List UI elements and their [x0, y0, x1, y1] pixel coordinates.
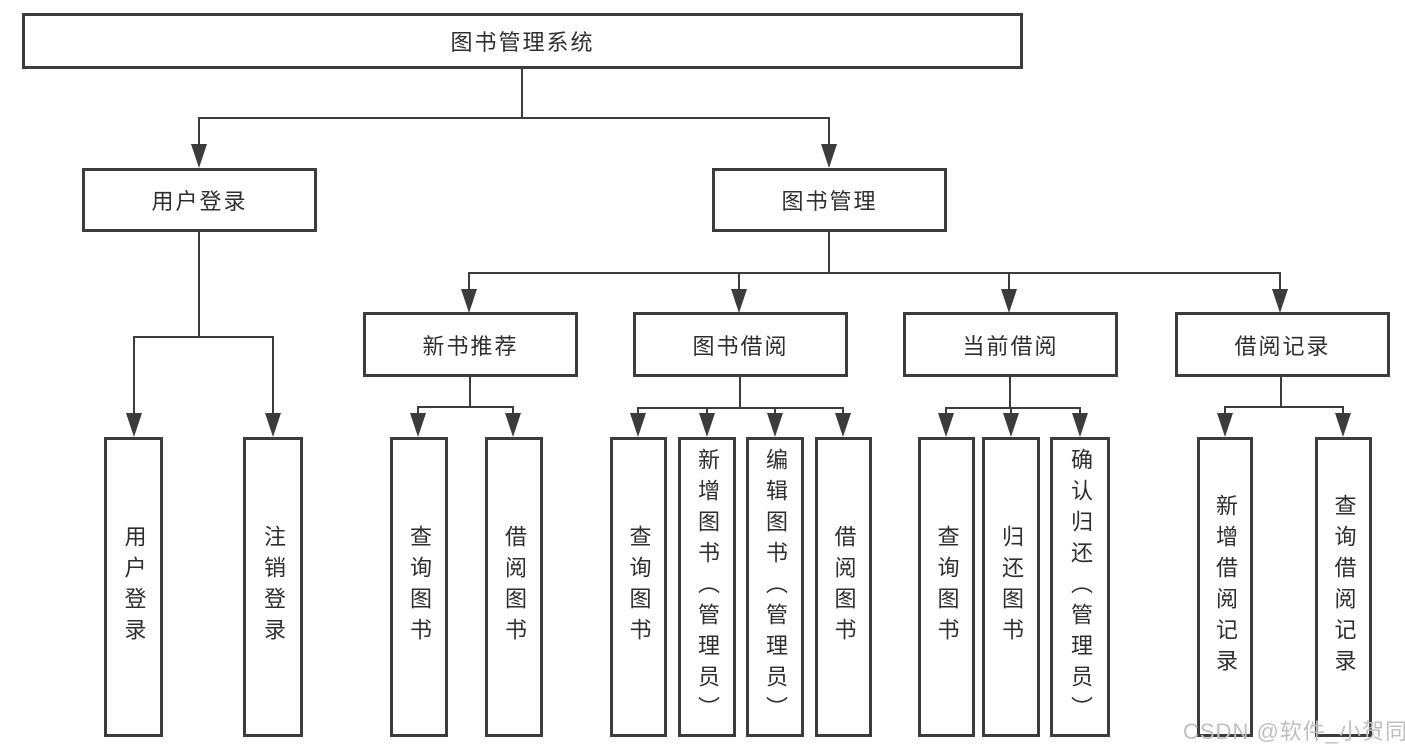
connector-line	[842, 407, 844, 413]
connector-line	[1224, 406, 1344, 408]
connector-arrowhead	[505, 413, 521, 437]
connector-line	[637, 407, 639, 413]
connector-arrowhead	[265, 413, 281, 437]
connector-arrowhead	[731, 289, 747, 313]
connector-line	[774, 407, 776, 413]
connector-line	[1010, 407, 1012, 413]
node-current-borrowing: 当前借阅	[903, 312, 1118, 377]
node-book-borrowing: 图书借阅	[633, 312, 848, 377]
leaf-search-books: 查询图书	[918, 437, 975, 737]
connector-line	[133, 336, 274, 338]
csdn-watermark: CSDN @软件_小贺同学	[1183, 719, 1405, 744]
connector-line	[272, 336, 274, 413]
connector-line	[198, 232, 200, 336]
connector-arrowhead	[1272, 289, 1288, 313]
connector-arrowhead	[1335, 413, 1351, 437]
connector-line	[469, 377, 471, 406]
connector-arrowhead	[191, 144, 207, 168]
connector-line	[468, 272, 1281, 274]
connector-arrowhead	[767, 413, 783, 437]
leaf-return-books: 归还图书	[982, 437, 1040, 737]
connector-line	[133, 336, 135, 413]
connector-line	[945, 407, 947, 413]
connector-arrowhead	[1001, 289, 1017, 313]
connector-line	[1279, 272, 1281, 290]
leaf-logout-login: 注销登录	[243, 437, 303, 737]
node-book-management: 图书管理	[712, 168, 947, 232]
connector-line	[1079, 407, 1081, 413]
node-library-management-system: 图书管理系统	[22, 13, 1023, 69]
connector-arrowhead	[938, 413, 954, 437]
connector-line	[738, 272, 740, 290]
leaf-user-login: 用户登录	[104, 437, 163, 737]
connector-line	[1008, 272, 1010, 290]
connector-line	[521, 69, 523, 117]
connector-line	[198, 117, 200, 145]
connector-line	[945, 407, 1081, 409]
connector-line	[512, 406, 514, 413]
connector-arrowhead	[1217, 413, 1233, 437]
connector-arrowhead	[126, 413, 142, 437]
connector-line	[417, 406, 419, 413]
leaf-search-borrow-record: 查询借阅记录	[1315, 437, 1372, 737]
leaf-confirm-return-admin: 确认归还（管理员）	[1050, 437, 1110, 737]
connector-line	[1009, 377, 1011, 407]
leaf-edit-book-admin: 编辑图书（管理员）	[746, 437, 804, 737]
leaf-add-borrow-record: 新增借阅记录	[1197, 437, 1253, 737]
node-borrowing-records: 借阅记录	[1175, 312, 1390, 377]
connector-line	[828, 232, 830, 272]
connector-arrowhead	[1003, 413, 1019, 437]
leaf-borrow-books: 借阅图书	[485, 437, 543, 737]
connector-line	[1342, 406, 1344, 413]
connector-line	[637, 407, 844, 409]
connector-line	[739, 377, 741, 407]
connector-line	[1224, 406, 1226, 413]
connector-arrowhead	[630, 413, 646, 437]
connector-line	[198, 117, 830, 119]
connector-arrowhead	[821, 144, 837, 168]
connector-line	[1280, 377, 1282, 406]
leaf-borrow-books: 借阅图书	[815, 437, 872, 737]
leaf-search-books: 查询图书	[390, 437, 448, 737]
connector-line	[828, 117, 830, 145]
connector-arrowhead	[699, 413, 715, 437]
connector-line	[468, 272, 470, 290]
connector-arrowhead	[835, 413, 851, 437]
connector-arrowhead	[410, 413, 426, 437]
leaf-add-book-admin: 新增图书（管理员）	[678, 437, 736, 737]
connector-line	[706, 407, 708, 413]
connector-arrowhead	[1072, 413, 1088, 437]
connector-line	[417, 406, 514, 408]
node-user-login: 用户登录	[82, 168, 317, 232]
node-new-book-recommendation: 新书推荐	[363, 312, 578, 377]
leaf-search-books: 查询图书	[610, 437, 667, 737]
connector-arrowhead	[461, 289, 477, 313]
